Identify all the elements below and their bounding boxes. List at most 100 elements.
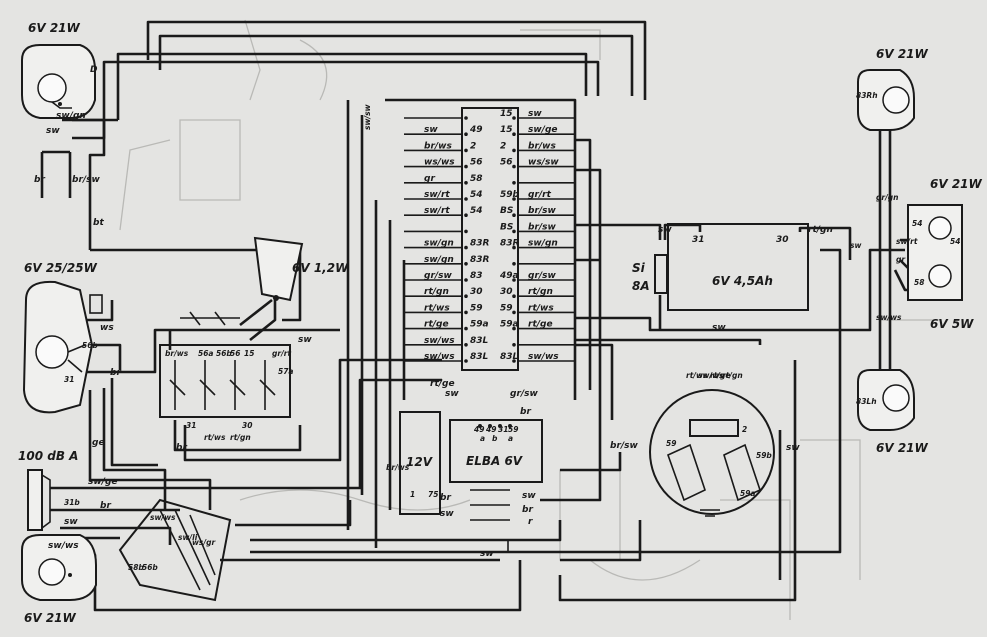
wire-label: sw/ws <box>150 513 176 522</box>
lamp-right-bottom <box>857 369 915 431</box>
terminal-right-wire: rt/gn <box>528 287 553 297</box>
terminal-screw <box>464 262 468 266</box>
wire-label: sw <box>46 126 60 136</box>
terminal-screw <box>464 116 468 120</box>
wire-label: ws/gr <box>192 538 217 547</box>
terminal-label: 59b <box>756 451 772 460</box>
terminal-screw <box>512 164 516 169</box>
label-lamp-right-stop: 6V 5W <box>930 317 974 331</box>
wire-label: sw <box>298 335 312 345</box>
fuse <box>654 254 668 294</box>
wire-label: br <box>440 493 451 503</box>
wire-label: br <box>176 443 187 453</box>
lamp-right-top <box>857 69 915 131</box>
wire-label: sw/ws <box>876 313 902 322</box>
terminal-right-number: 2 <box>500 141 506 151</box>
terminal-left-number: 83L <box>470 352 489 362</box>
wire-label: br/ws <box>386 463 410 472</box>
terminal-left-wire: rt/ws <box>424 303 450 313</box>
terminal-right-wire: br/sw <box>528 222 557 232</box>
terminal-screw <box>512 148 516 153</box>
wire-label: sw <box>440 509 454 519</box>
terminal-right-number: 83R <box>500 239 520 249</box>
terminal-right-wire: rt/ge <box>528 320 553 330</box>
terminal-label: 31 <box>498 425 508 434</box>
wire-label: rt/gn <box>808 225 833 235</box>
headlamp <box>22 280 103 414</box>
terminal-left-wire: sw/ws <box>424 352 455 362</box>
terminal-right-number: BS <box>500 222 513 232</box>
wire-label: br <box>34 175 45 185</box>
terminal-label: 59 <box>508 425 518 434</box>
terminal-screw <box>512 116 516 120</box>
terminal-left-wire: gr <box>424 174 435 184</box>
wire-label: br/sw <box>610 441 639 451</box>
terminal-screw <box>512 229 516 234</box>
label-lamp-right-bottom: 6V 21W <box>876 441 929 455</box>
speedo-lamp <box>253 236 304 302</box>
terminal-right-number: 83L <box>500 352 519 362</box>
terminal-left-wire: br/ws <box>424 141 452 151</box>
terminal-left-number: 83L <box>470 336 489 346</box>
wire-label: D <box>90 65 98 75</box>
label-coil: 12V <box>406 455 434 469</box>
label-fuse-si: Si <box>632 261 646 275</box>
terminal-screw <box>512 197 516 201</box>
terminal-screw <box>512 294 516 299</box>
wire-label: br <box>520 407 531 417</box>
terminal-screw <box>464 310 468 315</box>
wiring-lines <box>40 20 935 612</box>
lamp-bottom-left <box>21 534 97 601</box>
wire-label: gr <box>896 255 906 264</box>
wire-label: sw <box>850 241 861 250</box>
terminal-label: 83Lh <box>856 397 877 406</box>
terminal-screw <box>512 132 516 136</box>
wire-label: sw/ge <box>88 477 118 487</box>
wire-label: sw/ws <box>698 371 724 380</box>
terminal-label: 54 <box>912 219 922 228</box>
label-lamp-right-tail: 6V 21W <box>930 177 983 191</box>
terminal-left-number: 54 <box>470 190 483 200</box>
label-elba: ELBA 6V <box>466 454 524 468</box>
wire-label: br/sw <box>72 175 101 185</box>
label-horn: 100 dB A <box>18 449 78 463</box>
terminal-label: 59 <box>666 439 676 448</box>
terminal-left-number: 58 <box>470 174 483 184</box>
terminal-screw <box>512 310 516 315</box>
terminal-screw <box>512 359 516 363</box>
wire-label: br <box>522 505 533 515</box>
wire-label: bt <box>93 218 104 228</box>
terminal-left-wire: gr/sw <box>424 271 453 281</box>
terminal-label: 49 <box>474 425 484 434</box>
horn <box>27 469 51 531</box>
wire-label: br <box>110 368 121 378</box>
terminal-screw <box>464 294 468 299</box>
terminal-right-number: 59 <box>500 303 513 313</box>
terminal-left-number: 49 <box>469 125 483 135</box>
terminal-label: 31 <box>186 421 196 430</box>
terminal-left-number: 56 <box>470 158 483 168</box>
terminal-screw <box>464 132 468 136</box>
terminal-screw <box>464 326 468 331</box>
terminal-label: 57a <box>278 367 294 376</box>
wire-label: rt/ge <box>710 371 730 380</box>
terminal-label: 56a <box>198 349 214 358</box>
terminal-label: 49 <box>486 425 496 434</box>
terminal-right-number: 59b <box>500 190 520 200</box>
wire-label: ge <box>92 438 105 448</box>
terminal-right-number: 30 <box>500 287 513 297</box>
terminal-screw <box>464 197 468 201</box>
terminal-screw <box>464 245 468 250</box>
terminal-screw <box>464 164 468 169</box>
lamp-top-left <box>21 44 96 119</box>
terminal-label: 58b <box>128 563 144 572</box>
terminal-right-number: 15 <box>500 125 513 135</box>
terminal-label: 15 <box>244 349 254 358</box>
terminal-label: 54 <box>950 237 960 246</box>
terminal-right-wire: sw <box>528 109 542 119</box>
label-lamp-right-top: 6V 21W <box>876 47 929 61</box>
terminal-screw <box>512 343 516 347</box>
terminal-left-wire: sw/rt <box>424 190 450 200</box>
terminal-right-wire: gr/rt <box>528 190 552 200</box>
